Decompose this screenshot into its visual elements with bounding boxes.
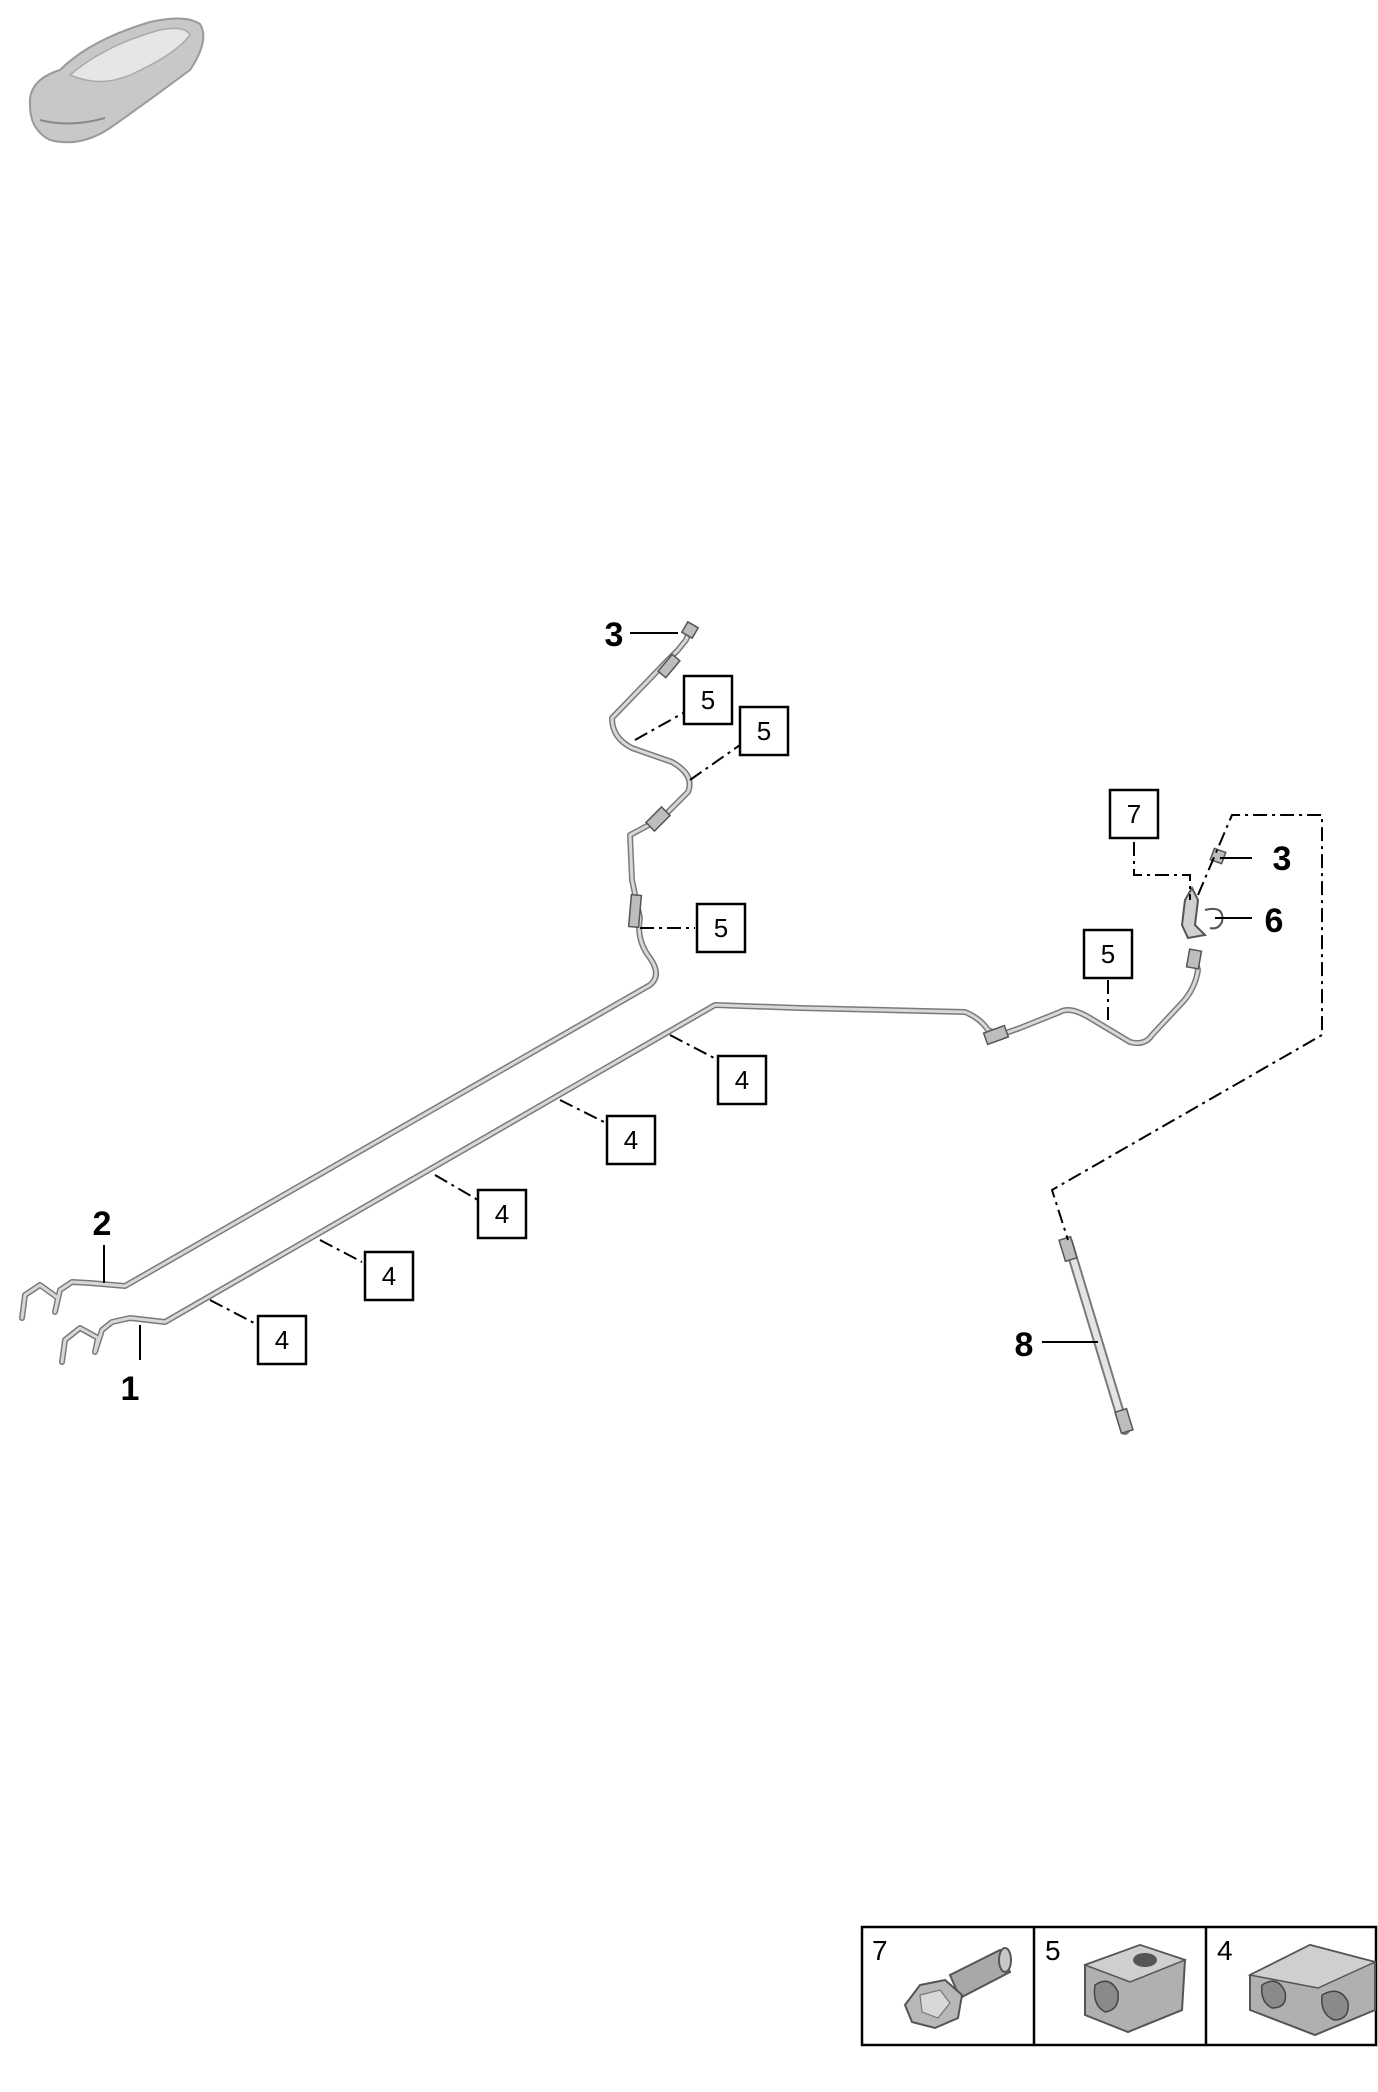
svg-text:4: 4 [275,1325,289,1355]
box-callout-5d: 5 [1082,928,1134,980]
svg-text:7: 7 [1127,799,1141,829]
pipe-clip-single-icon [1082,1943,1188,2034]
legend-number-5: 5 [1045,1935,1061,1966]
parts-legend: 7 5 4 [860,1925,1378,2047]
box-callout-5a: 5 [682,674,734,726]
svg-text:5: 5 [701,685,715,715]
box-callout-4d: 4 [363,1250,415,1302]
callout-3-top: 3 [605,616,624,654]
svg-text:4: 4 [735,1065,749,1095]
svg-text:5: 5 [1101,939,1115,969]
svg-text:4: 4 [382,1261,396,1291]
car-thumbnail [28,17,205,144]
box-callout-4b: 4 [605,1114,657,1166]
pipe-clip-double-icon [1247,1943,1378,2037]
leader-lines [103,632,1323,1360]
car-silhouette-icon [28,17,205,144]
callout-8: 8 [1015,1326,1034,1364]
legend-number-7: 7 [872,1935,888,1966]
legend-cell-7: 7 [872,1935,1012,2030]
callouts: 1 2 3 3 6 8 [93,616,1292,1408]
box-callout-7: 7 [1108,788,1160,840]
callout-2: 2 [93,1205,112,1243]
svg-text:5: 5 [714,913,728,943]
box-callout-4a: 4 [716,1054,768,1106]
brake-hose-8 [1058,1235,1134,1435]
box-callout-5b: 5 [738,705,790,757]
bracket-6 [1180,847,1227,940]
hex-bolt-icon [903,1947,1012,2030]
boxed-callouts: 5 5 5 5 7 4 4 4 [256,674,1160,1366]
callout-6: 6 [1265,902,1284,940]
svg-text:4: 4 [624,1125,638,1155]
legend-number-4: 4 [1217,1935,1233,1966]
box-callout-5c: 5 [695,902,747,954]
box-callout-4c: 4 [476,1188,528,1240]
legend-cell-4: 4 [1217,1935,1378,2037]
legend-cell-5: 5 [1045,1935,1188,2034]
svg-text:4: 4 [495,1199,509,1229]
callout-1: 1 [121,1370,140,1408]
box-callout-4e: 4 [256,1314,308,1366]
callout-3-right: 3 [1273,840,1292,878]
brake-pipes [19,620,1227,1435]
svg-text:5: 5 [757,716,771,746]
